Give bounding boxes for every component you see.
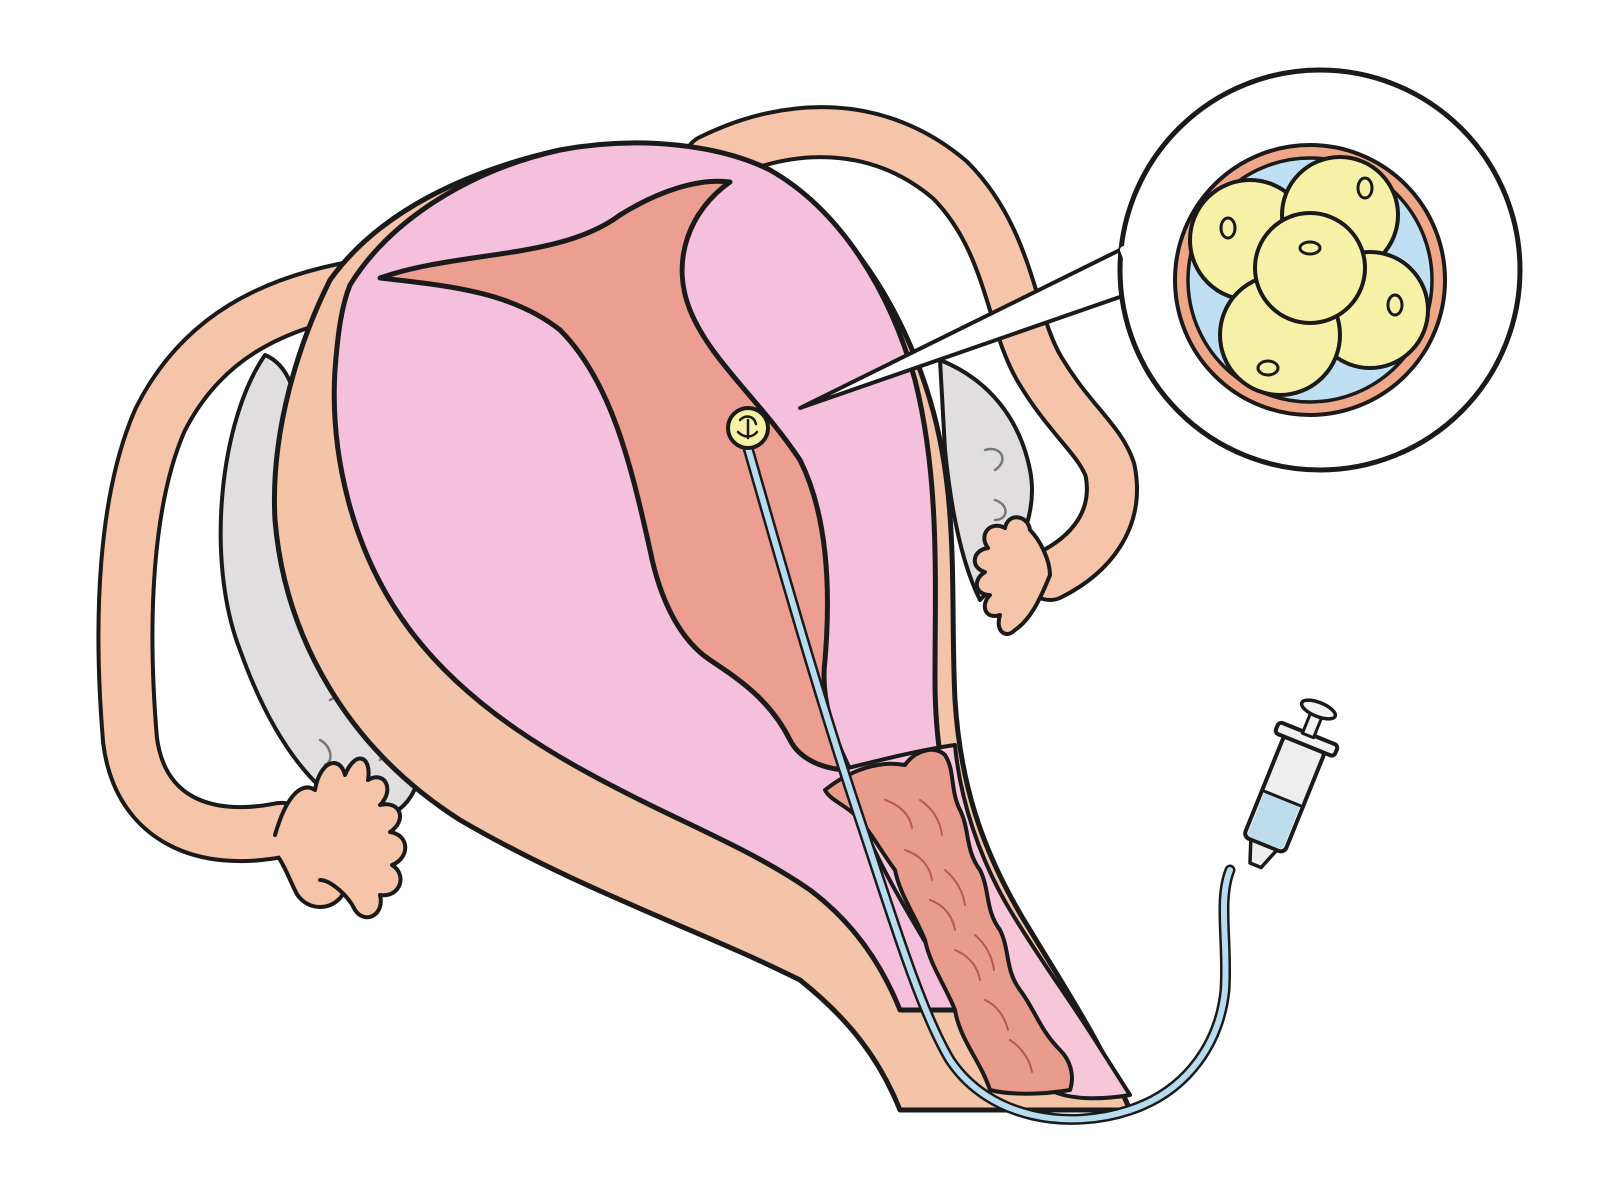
embryo-icon	[1173, 143, 1447, 417]
vaginal-rugae	[823, 747, 1074, 1096]
rugae-folds	[884, 799, 1033, 1073]
left-fimbriae	[273, 756, 408, 920]
syringe-plunger-cap	[1299, 698, 1338, 721]
right-fimbriae	[972, 515, 1052, 636]
blastomere	[1253, 211, 1367, 325]
right-fallopian-tube	[683, 105, 1139, 602]
syringe-fluid	[1248, 792, 1299, 849]
embryo-callout	[1117, 67, 1523, 473]
embryo-in-uterus	[726, 406, 770, 450]
endometrial-cavity	[377, 178, 853, 773]
transfer-catheter	[742, 442, 1236, 1125]
syringe-tip	[1248, 837, 1279, 870]
syringe-icon	[1243, 698, 1340, 870]
